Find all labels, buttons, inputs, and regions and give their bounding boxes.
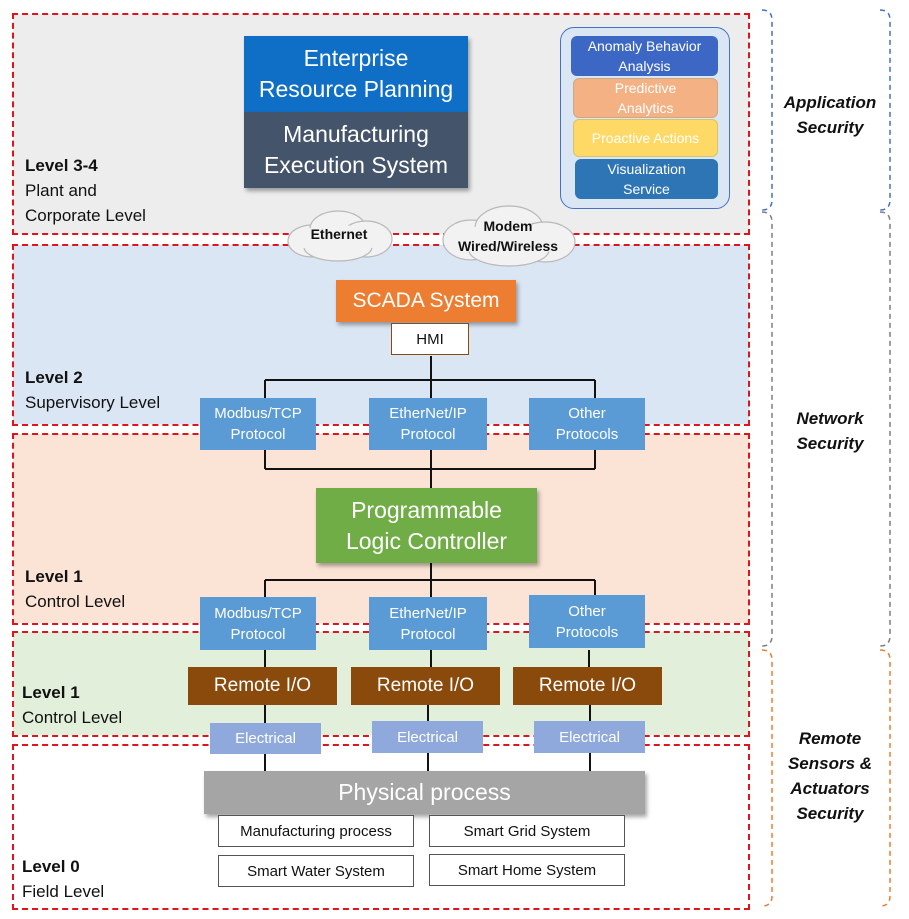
scada-system-box: SCADA System — [336, 280, 516, 322]
remote-io-2: Remote I/O — [351, 667, 500, 705]
level-label-3-4: Level 3-4 Plant and Corporate Level — [25, 156, 146, 225]
hmi-box: HMI — [391, 323, 469, 355]
modem-cloud-icon — [442, 205, 576, 267]
remote-io-3: Remote I/O — [513, 667, 662, 705]
electrical-3: Electrical — [534, 721, 645, 753]
ethernet-label: Ethernet — [310, 226, 368, 242]
smart-grid-system-box: Smart Grid System — [429, 815, 625, 847]
smart-water-system-box: Smart Water System — [218, 855, 414, 887]
physical-process-box: Physical process — [204, 771, 645, 814]
band-level-2 — [13, 245, 749, 424]
ethernet-cloud-icon — [287, 210, 393, 262]
proactive-actions-box: Proactive Actions — [573, 119, 718, 157]
security-brackets — [761, 9, 891, 907]
remote-io-1: Remote I/O — [188, 667, 337, 705]
electrical-1: Electrical — [210, 723, 321, 754]
electrical-2: Electrical — [372, 721, 483, 753]
manufacturing-process-box: Manufacturing process — [218, 815, 414, 847]
smart-home-system-box: Smart Home System — [429, 854, 625, 886]
